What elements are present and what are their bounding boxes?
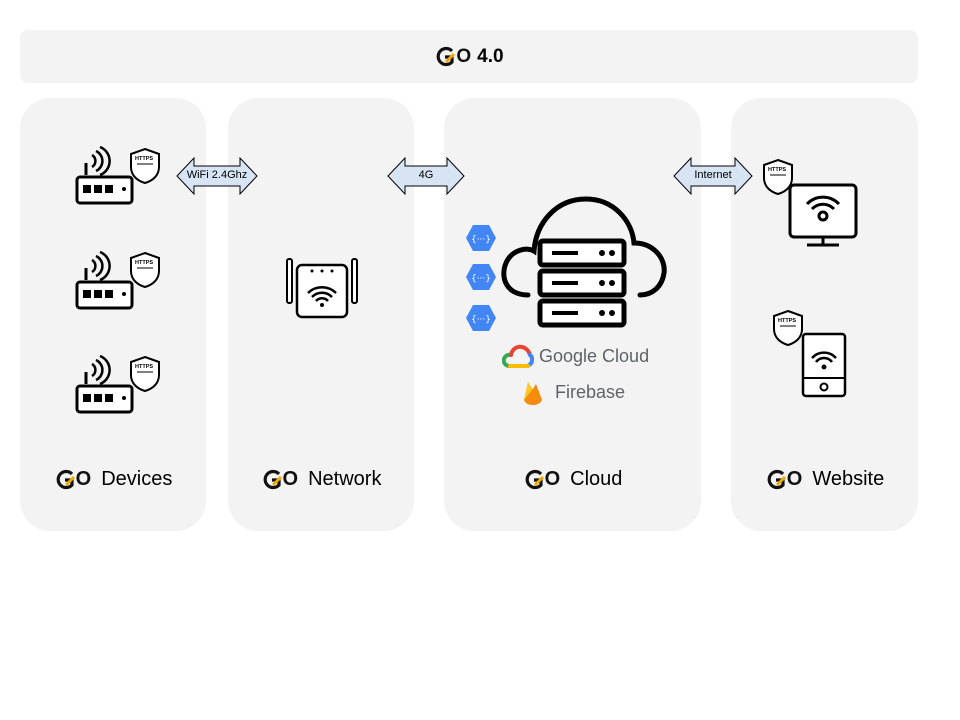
https-badge-2: HTTPS [128,251,162,294]
https-label: HTTPS [135,156,154,162]
router-device-3 [74,354,136,421]
go-logo-icon [525,469,544,489]
https-label: HTTPS [768,167,787,173]
panel-title: Devices [101,468,173,490]
firebase-logo [522,378,544,411]
website-tablet [800,332,848,403]
logo-o: O [456,45,472,67]
cloud-server [498,193,670,334]
shield-icon [130,355,160,393]
panel-devices: O Devices [20,98,206,531]
panel-title: Network [308,468,382,490]
double-arrow-icon [387,157,465,195]
link-4g-label: 4G [418,169,434,181]
google-cloud-icon [501,344,535,368]
link-wifi: WiFi 2.4Ghz [176,157,258,195]
shield-icon [130,147,160,185]
tablet-icon [801,332,847,398]
logo-o: O [544,468,561,490]
double-arrow-icon [673,157,753,195]
wifi-extender-icon [286,258,358,319]
google-cloud-logo [501,344,535,375]
go-logo-icon [767,469,786,489]
svg-text:{···}: {···} [471,235,491,245]
panel-devices-label: O Devices [20,468,206,491]
svg-text:{···}: {···} [471,315,491,325]
firebase-label: Firebase [555,382,626,402]
shield-icon [773,309,803,347]
website-monitor [787,182,859,255]
https-label: HTTPS [135,364,154,370]
router-icon [75,145,134,205]
https-badge-4: HTTPS [761,158,795,201]
cloud-function-2: {···} [465,263,497,296]
link-4g: 4G [387,157,465,195]
monitor-icon [788,183,858,247]
page-title: O 4.0 [20,30,918,83]
logo-o: O [786,468,803,490]
cloud-function-3: {···} [465,304,497,337]
link-wifi-label: WiFi 2.4Ghz [186,169,248,181]
cloud-functions-icon: {···} [466,225,496,251]
firebase-flame-icon [524,382,542,405]
svg-text:{···}: {···} [471,274,491,284]
wifi-extender [284,255,360,326]
logo-o: O [75,468,92,490]
https-badge-3: HTTPS [128,355,162,398]
router-device-1 [74,145,136,212]
go-logo-icon [263,469,282,489]
cloud-functions-icon: {···} [466,305,496,331]
shield-icon [763,158,793,196]
panel-title: Cloud [570,468,623,490]
link-internet-label: Internet [694,169,732,181]
link-internet: Internet [673,157,753,195]
panel-network-label: O Network [228,468,414,491]
panel-cloud-label: O Cloud [444,468,701,491]
go-logo-icon [56,469,75,489]
google-cloud-label: Google Cloud [539,346,650,366]
panel-website-label: O Website [731,468,918,491]
header-version: 4.0 [477,45,504,67]
https-label: HTTPS [778,318,797,324]
header-bar: O 4.0 [20,30,918,83]
https-label: HTTPS [135,260,154,266]
panel-title: Website [812,468,885,490]
logo-o: O [282,468,299,490]
cloud-function-1: {···} [465,224,497,257]
router-icon [75,354,134,414]
go-logo-icon [437,46,456,66]
panel-website: O Website [731,98,918,531]
cloud-server-icon [501,196,667,328]
https-badge-5: HTTPS [771,309,805,352]
https-badge-1: HTTPS [128,147,162,190]
cloud-functions-icon: {···} [466,264,496,290]
double-arrow-icon [176,157,258,195]
router-icon [75,250,134,310]
shield-icon [130,251,160,289]
router-device-2 [74,250,136,317]
